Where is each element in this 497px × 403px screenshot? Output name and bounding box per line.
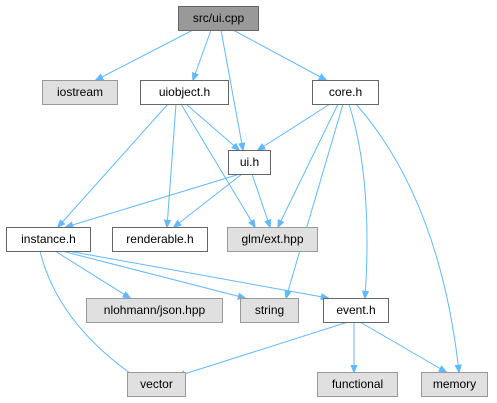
node-box	[323, 298, 389, 323]
node-box	[312, 80, 379, 105]
edge-uiobject_h-to-renderable_h	[167, 103, 177, 227]
node-box	[86, 298, 223, 323]
node-iostream: iostream	[42, 80, 118, 105]
edge-instance_h-to-nlohmann_json_hpp	[54, 250, 130, 298]
node-label: nlohmann/json.hpp	[104, 303, 206, 317]
node-label: string	[255, 303, 284, 317]
node-uiobject_h[interactable]: uiobject.h	[140, 80, 229, 105]
edge-instance_h-to-vector	[39, 250, 140, 380]
node-box	[140, 80, 229, 105]
node-label: event.h	[336, 303, 375, 317]
edge-ui_h-to-glm_ext_hpp	[251, 173, 270, 227]
node-string: string	[240, 298, 299, 323]
edge-uiobject_h-to-ui_h	[185, 103, 239, 150]
edge-uiobject_h-to-glm_ext_hpp	[180, 103, 255, 227]
edge-ui_h-to-renderable_h	[174, 173, 243, 227]
edge-uiobject_h-to-instance_h	[58, 103, 169, 227]
edge-src_ui_cpp-to-iostream	[96, 29, 194, 80]
node-label: renderable.h	[126, 232, 193, 246]
node-instance_h[interactable]: instance.h	[6, 227, 91, 252]
node-label: memory	[433, 377, 476, 391]
edge-ui_h-to-instance_h	[66, 173, 241, 227]
edges-layer	[39, 29, 459, 380]
edge-src_ui_cpp-to-uiobject_h	[193, 29, 212, 80]
node-core_h[interactable]: core.h	[312, 80, 379, 105]
node-renderable_h[interactable]: renderable.h	[112, 227, 208, 252]
edge-event_h-to-vector	[178, 321, 349, 376]
edge-core_h-to-string	[286, 103, 344, 298]
node-box	[127, 372, 186, 397]
node-memory: memory	[421, 372, 488, 397]
node-box	[240, 298, 299, 323]
edge-instance_h-to-event_h	[67, 250, 328, 298]
node-label: src/ui.cpp	[193, 11, 245, 25]
edge-event_h-to-memory	[359, 321, 446, 372]
node-nlohmann_json_hpp: nlohmann/json.hpp	[86, 298, 223, 323]
node-label: core.h	[329, 85, 362, 99]
node-box	[42, 80, 118, 105]
node-label: functional	[332, 377, 383, 391]
edge-core_h-to-ui_h	[258, 103, 331, 150]
node-box	[317, 372, 398, 397]
node-box	[112, 227, 208, 252]
node-label: vector	[140, 377, 173, 391]
node-label: iostream	[57, 85, 103, 99]
node-event_h[interactable]: event.h	[323, 298, 389, 323]
node-label: instance.h	[21, 232, 76, 246]
node-box	[227, 227, 318, 252]
edge-core_h-to-glm_ext_hpp	[278, 103, 339, 227]
node-vector: vector	[127, 372, 186, 397]
node-box	[6, 227, 91, 252]
node-ui_h[interactable]: ui.h	[228, 150, 271, 175]
node-src_ui_cpp[interactable]: src/ui.cpp	[178, 6, 259, 31]
node-box	[421, 372, 488, 397]
node-label: glm/ext.hpp	[241, 232, 303, 246]
edge-core_h-to-memory	[355, 103, 459, 372]
edge-instance_h-to-string	[61, 250, 245, 298]
node-box	[178, 6, 259, 31]
node-box	[228, 150, 271, 175]
edge-core_h-to-event_h	[348, 103, 367, 298]
node-functional: functional	[317, 372, 398, 397]
edge-src_ui_cpp-to-core_h	[232, 29, 326, 80]
nodes-layer: src/ui.cpp iostream uiobject.h core.h ui.h in…	[6, 6, 488, 397]
node-label: uiobject.h	[159, 85, 210, 99]
node-label: ui.h	[240, 155, 259, 169]
node-glm_ext_hpp: glm/ext.hpp	[227, 227, 318, 252]
edge-src_ui_cpp-to-ui_h	[220, 29, 243, 150]
